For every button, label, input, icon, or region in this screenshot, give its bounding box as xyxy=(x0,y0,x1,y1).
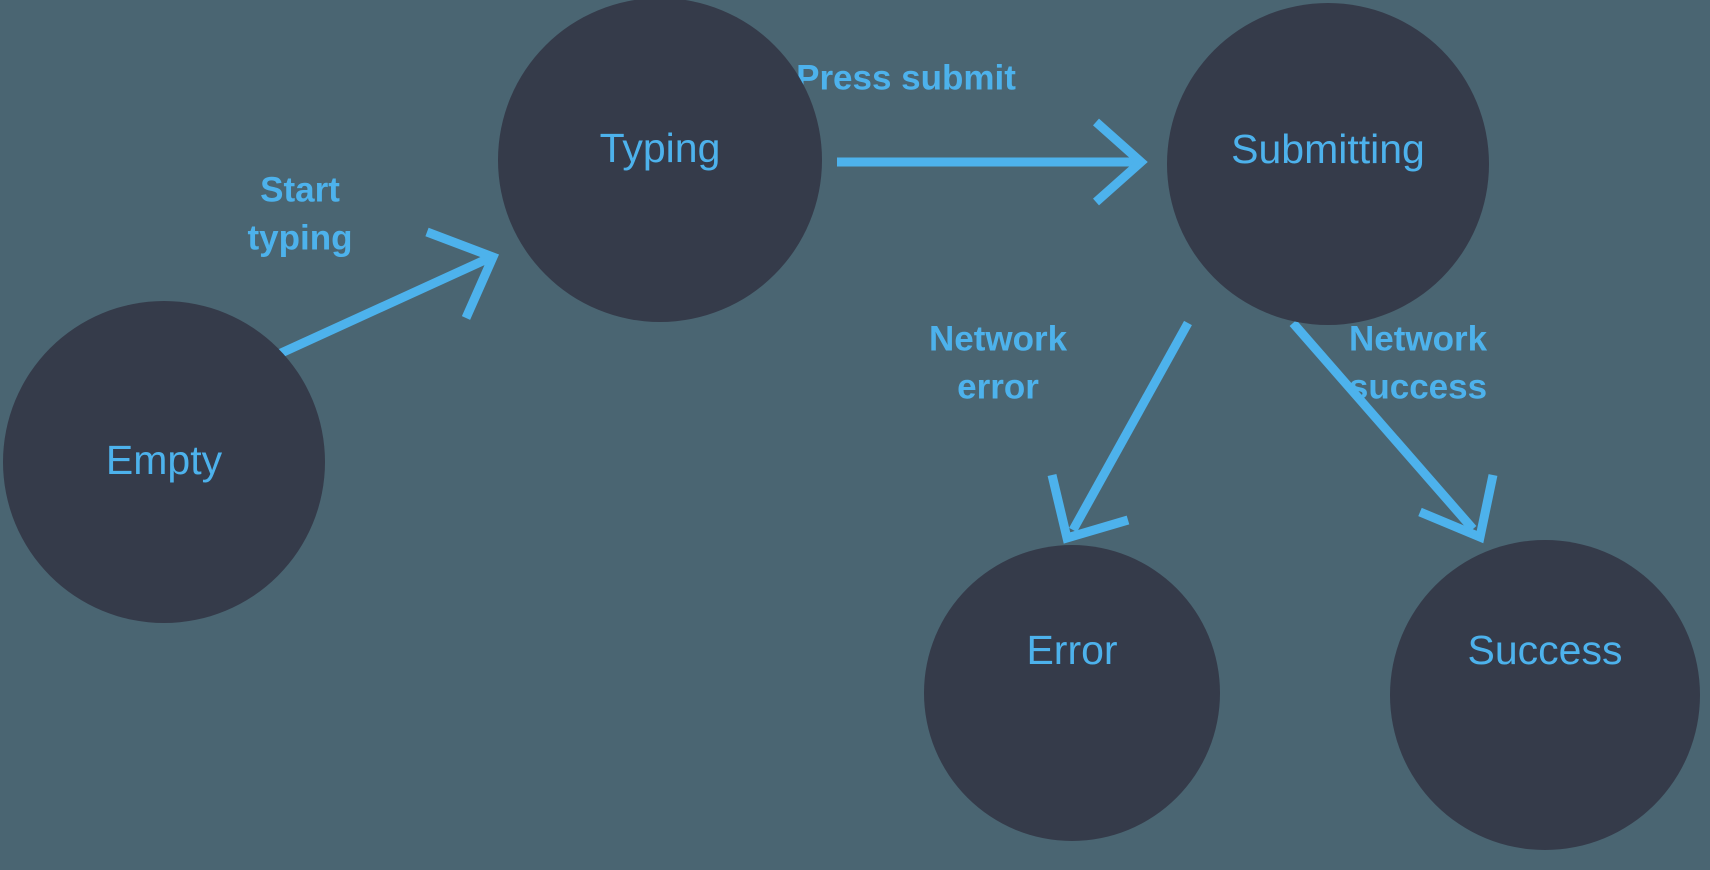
state-node-empty-label: Empty xyxy=(106,437,223,483)
state-node-submitting-label: Submitting xyxy=(1231,126,1425,172)
edge-label-submitting-to-success-line2: success xyxy=(1349,367,1487,406)
edge-label-empty-to-typing: Start typing xyxy=(248,170,353,257)
edge-submitting-to-success-line xyxy=(1289,320,1477,532)
edge-empty-to-typing-arrowhead xyxy=(425,227,500,320)
edge-submitting-to-error xyxy=(1047,320,1192,544)
edge-label-submitting-to-error-line1: Network xyxy=(929,319,1068,358)
state-node-error-label: Error xyxy=(1026,627,1117,673)
state-node-typing-label: Typing xyxy=(600,125,721,171)
edge-label-submitting-to-success-line1: Network xyxy=(1349,319,1488,358)
state-node-error-circle[interactable] xyxy=(924,545,1220,841)
edge-submitting-to-error-arrowhead xyxy=(1047,473,1130,544)
edge-empty-to-typing-line xyxy=(277,254,489,359)
state-node-success[interactable]: Success xyxy=(1390,540,1700,850)
edge-label-empty-to-typing-line1: Start xyxy=(260,170,340,209)
edge-submitting-to-error-line xyxy=(1069,320,1192,533)
edge-typing-to-submitting xyxy=(837,118,1148,206)
state-node-typing-circle[interactable] xyxy=(498,0,822,322)
state-node-submitting[interactable]: Submitting xyxy=(1167,3,1489,325)
edge-submitting-to-success-arrowhead xyxy=(1418,474,1498,544)
state-node-typing[interactable]: Typing xyxy=(498,0,822,322)
state-node-success-label: Success xyxy=(1468,627,1623,673)
state-node-empty-circle[interactable] xyxy=(3,301,325,623)
state-node-error[interactable]: Error xyxy=(924,545,1220,841)
edge-label-typing-to-submitting-line1: Press submit xyxy=(796,58,1016,97)
edge-label-submitting-to-success: Network success xyxy=(1349,319,1488,406)
edge-label-submitting-to-error: Network error xyxy=(929,319,1068,406)
edge-label-typing-to-submitting: Press submit xyxy=(796,58,1016,97)
edge-submitting-to-success xyxy=(1289,320,1498,544)
edge-label-empty-to-typing-line2: typing xyxy=(248,218,353,257)
state-node-submitting-circle[interactable] xyxy=(1167,3,1489,325)
state-node-empty[interactable]: Empty xyxy=(3,301,325,623)
state-node-success-circle[interactable] xyxy=(1390,540,1700,850)
edge-empty-to-typing xyxy=(277,227,500,359)
edge-label-submitting-to-error-line2: error xyxy=(957,367,1039,406)
edge-typing-to-submitting-arrowhead xyxy=(1093,118,1148,206)
